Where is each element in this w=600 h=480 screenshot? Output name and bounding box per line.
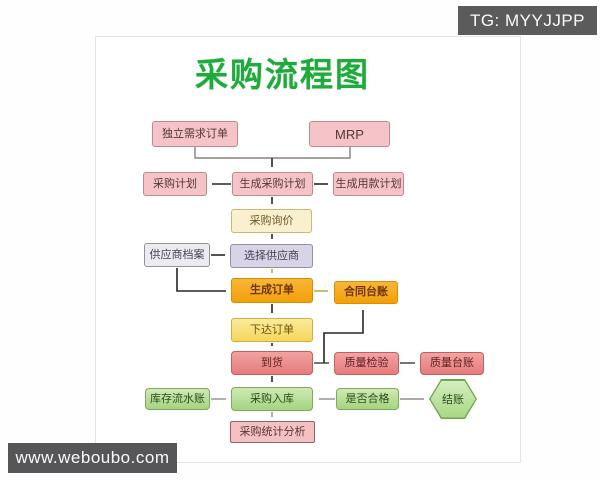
- node-purchase-inquiry: 采购询价: [231, 209, 312, 233]
- node-select-supplier: 选择供应商: [230, 244, 313, 268]
- node-generate-order: 生成订单: [231, 278, 313, 303]
- node-contract-ledger: 合同台账: [334, 281, 398, 304]
- node-purchase-statistics: 采购统计分析: [230, 421, 315, 443]
- node-mrp: MRP: [309, 121, 390, 147]
- node-goods-arrival: 到货: [231, 351, 313, 375]
- node-quality-inspection: 质量检验: [334, 352, 399, 375]
- node-label: 结账: [442, 394, 464, 406]
- node-purchase-inbound: 采购入库: [231, 387, 313, 411]
- node-independent-demand-order: 独立需求订单: [152, 121, 238, 147]
- website-watermark: www.weboubo.com: [8, 443, 177, 473]
- node-release-order: 下达订单: [231, 318, 313, 342]
- node-purchase-plan: 采购计划: [143, 172, 207, 196]
- node-quality-ledger: 质量台账: [420, 352, 484, 375]
- node-supplier-archive: 供应商档案: [144, 243, 210, 267]
- node-inventory-journal: 库存流水账: [145, 388, 210, 410]
- node-settlement: 结账: [429, 379, 477, 419]
- page-title: 采购流程图: [195, 56, 370, 93]
- telegram-watermark: TG: MYYJJPP: [458, 6, 597, 35]
- node-qualified-check: 是否合格: [336, 388, 399, 410]
- node-generate-purchase-plan: 生成采购计划: [232, 172, 313, 196]
- node-generate-payment-plan: 生成用款计划: [333, 172, 404, 196]
